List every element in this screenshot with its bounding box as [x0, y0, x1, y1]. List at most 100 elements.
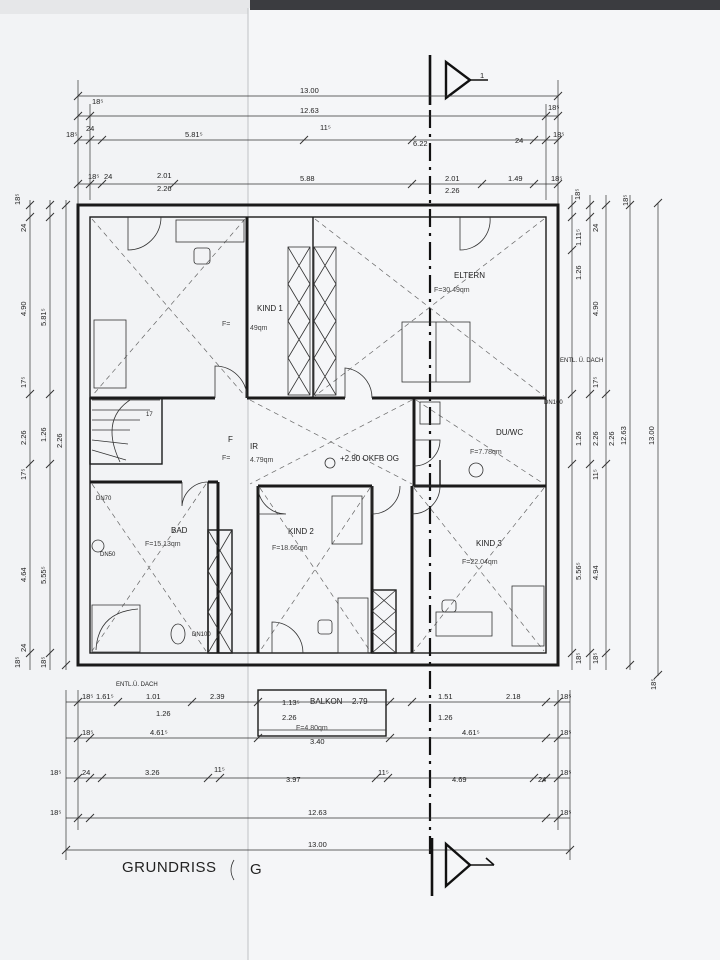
- wardrobe-bad: [207, 529, 233, 654]
- room-area-flur-left: F=: [222, 455, 230, 462]
- room-area-duwc: F=7.78qm: [470, 449, 502, 456]
- dimensions-right: 18⁵ 24 1.11⁵ 1.26 4.90 17⁵ 1.26 2.26 2.2…: [567, 189, 663, 690]
- room-area-flur-right: 4.79qm: [250, 457, 274, 464]
- dim-bottom-r3-c: 3.26: [145, 768, 160, 777]
- dim-right-a: 18⁵: [573, 189, 582, 200]
- dim-top-r4-i: 18⁵: [551, 174, 562, 183]
- dim-right-n: 18⁵: [591, 653, 600, 664]
- dim-top-r3-d: 11⁵: [320, 123, 331, 132]
- chair-kind2: [317, 619, 333, 635]
- dim-bottom-corner-left: 18⁵: [50, 808, 61, 817]
- fixture-dn100-right: DN100: [544, 400, 563, 406]
- dim-top-corner-right: 18⁵: [548, 103, 559, 112]
- dim-bottom-r3-i: 18⁵: [560, 768, 571, 777]
- wardrobe-kind2: [371, 589, 397, 654]
- room-name-eltern: ELTERN: [454, 271, 485, 280]
- desk-kind3: [435, 611, 493, 637]
- dim-top-r3-g: 18⁵: [553, 130, 564, 139]
- dimensions-top: 13.00 18⁵ 18⁵ 12.63 18⁵ 24 5.81⁵ 11⁵ 6.2…: [66, 80, 564, 205]
- paper-sheet-right: [248, 8, 720, 960]
- room-name-kind2: KIND 2: [288, 527, 314, 536]
- dimensions-left: 18⁵ 24 4.90 5.81⁵ 17⁵ 2.26 1.26 2.26 17⁵…: [13, 194, 71, 670]
- dim-right-m: 18⁵: [574, 653, 583, 664]
- desk-kind1: [175, 219, 245, 243]
- dim-top-r3-b: 24: [86, 124, 94, 133]
- dim-left-e: 17⁵: [19, 377, 28, 388]
- dim-right-f: 17⁵: [591, 377, 600, 388]
- toilet-bad: [170, 623, 186, 645]
- dim-top-r4-h: 1.49: [508, 174, 523, 183]
- room-labels: KIND 1 F= 49qm ELTERN F=30.49qm F F= IR …: [145, 271, 523, 732]
- dim-bottom-r3-d: 11⁵: [214, 765, 225, 774]
- dim-left-k: 5.55⁵: [39, 566, 48, 584]
- dim-right-c: 1.11⁵: [574, 229, 583, 246]
- dim-bottom-r3-e: 3.97: [286, 775, 301, 784]
- level-marker: [324, 457, 336, 469]
- dim-left-f: 2.26: [19, 430, 28, 445]
- dimensions-bottom: 18⁵ 1.61⁵ 1.01 2.39 1.13⁵ 1.51 2.18 18⁵ …: [50, 690, 575, 860]
- dim-right-o: 12.63: [619, 426, 628, 445]
- dim-bottom-r1-sub-a: 1.26: [156, 709, 171, 718]
- dim-bottom-r1-d: 2.39: [210, 692, 225, 701]
- room-name-bad: BAD: [171, 526, 188, 535]
- dim-bottom-r2-e: 18⁵: [560, 728, 571, 737]
- room-area-kind1-right: 49qm: [250, 325, 268, 332]
- paper-sheet-left: [0, 14, 248, 960]
- dim-top-r4-d: 2.26: [157, 184, 172, 193]
- stair-label: 17: [146, 412, 153, 418]
- dim-left-l: 24: [19, 644, 28, 652]
- fixture-entl-dach-right: ENTL. Ü. DACH: [560, 357, 603, 364]
- balcony: [257, 689, 387, 737]
- desk-kind2: [337, 597, 369, 654]
- top-dark-edge: [250, 0, 720, 10]
- dim-top-inner: 12.63: [300, 106, 319, 115]
- dim-right-l: 4.94: [591, 565, 600, 580]
- dim-right-q: 18⁵: [621, 195, 630, 206]
- drawing-title: GRUNDRISS: [122, 859, 217, 876]
- dim-bottom-r1-c: 1.01: [146, 692, 161, 701]
- section-marker-top: 1: [428, 55, 488, 105]
- room-name-flur-right: IR: [250, 442, 258, 451]
- dim-top-r4-e: 5.88: [300, 174, 315, 183]
- room-area-kind1-left: F=: [222, 321, 230, 328]
- dim-top-r3-c: 5.81⁵: [185, 130, 203, 139]
- dim-top-r3-e: 6.22: [413, 139, 428, 148]
- fixture-entl-dach: ENTL.Ü. DACH: [116, 681, 158, 688]
- dim-left-j: 4.64: [19, 567, 28, 582]
- section-marker-bottom: [430, 838, 495, 896]
- dim-bottom-r3-h: 24: [538, 775, 546, 784]
- dim-left-g: 1.26: [39, 427, 48, 442]
- dim-bottom-inner: 12.63: [308, 808, 327, 817]
- room-area-eltern: F=30.49qm: [434, 287, 470, 294]
- section-marker-label: 1: [480, 71, 484, 80]
- fixture-dn70: DN70: [96, 496, 112, 502]
- dim-top-r4-b: 24: [104, 172, 112, 181]
- dim-top-r4-a: 18⁵: [88, 172, 99, 181]
- dim-bottom-r1-sub-b: 2.26: [282, 713, 297, 722]
- bed-kind3: [511, 585, 545, 647]
- bathtub: [91, 604, 141, 653]
- dim-left-h: 2.26: [55, 433, 64, 448]
- dim-bottom-r2-c: 3.40: [310, 737, 325, 746]
- title-partial-letter: [230, 859, 235, 881]
- sink-bad: [91, 539, 105, 553]
- dim-right-r: 18⁵: [649, 679, 658, 690]
- dim-right-j: 11⁵: [591, 469, 600, 480]
- dim-top-r3-a: 18⁵: [66, 130, 77, 139]
- dim-top-r3-f: 24: [515, 136, 523, 145]
- dim-top-r4-c: 2.01: [157, 171, 172, 180]
- room-name-duwc: DU/WC: [496, 428, 523, 437]
- dim-right-g: 1.26: [574, 431, 583, 446]
- dim-bottom-r2-a: 18⁵: [82, 728, 93, 737]
- room-area-bad: F=15.13qm: [145, 541, 181, 548]
- dim-bottom-overall: 13.00: [308, 840, 327, 849]
- doors: [127, 216, 491, 654]
- dim-bottom-r1-sub-c: 1.26: [438, 713, 453, 722]
- dim-left-d: 5.81⁵: [39, 308, 48, 326]
- room-area-balkon: F=4.80qm: [296, 725, 328, 732]
- dim-bottom-r1-g: 2.18: [506, 692, 521, 701]
- room-area-kind3: F=22.04qm: [462, 559, 498, 566]
- sink-duwc: [468, 462, 484, 478]
- chair-kind1: [193, 247, 211, 265]
- bed-kind2: [331, 495, 363, 545]
